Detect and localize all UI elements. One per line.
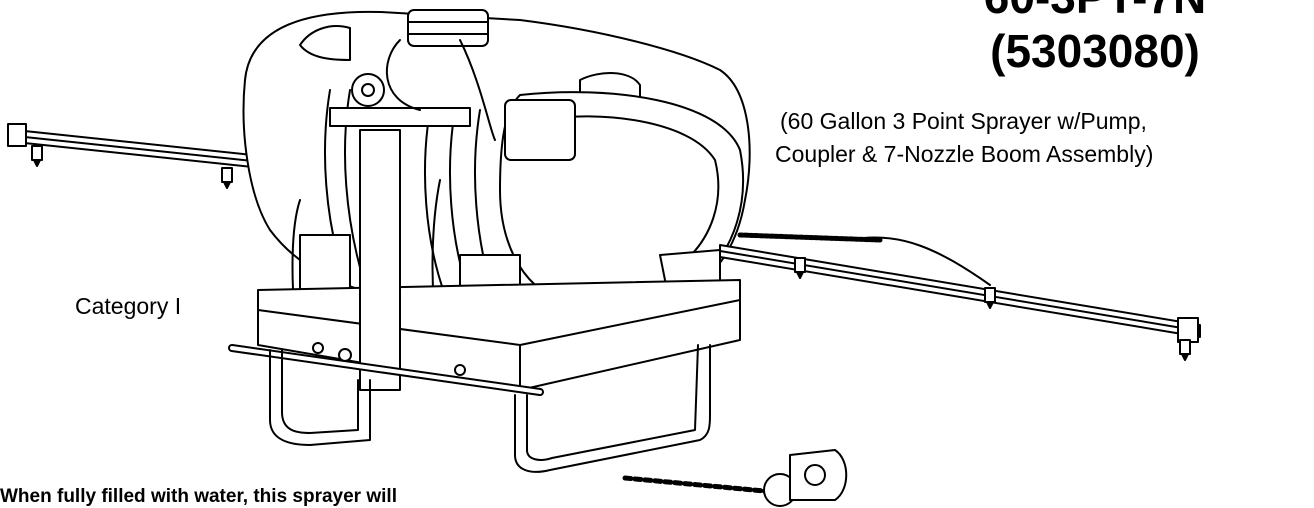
right-boom — [719, 232, 1201, 361]
weight-warning-text: When fully filled with water, this spray… — [0, 486, 397, 507]
left-boom — [7, 123, 301, 189]
left-boom-nozzle — [31, 145, 43, 167]
model-title: 60-3PT-7N — [930, 0, 1260, 24]
right-boom-nozzle — [1179, 339, 1191, 361]
pto-coupler — [622, 449, 848, 507]
three-point-frame — [228, 129, 741, 473]
part-number: (5303080) — [990, 25, 1200, 77]
right-boom-nozzle — [794, 257, 806, 279]
right-boom-nozzle — [984, 287, 996, 309]
description-line-2: Coupler & 7-Nozzle Boom Assembly) — [775, 141, 1154, 167]
description-line-1: (60 Gallon 3 Point Sprayer w/Pump, — [780, 108, 1147, 134]
category-label: Category I — [75, 293, 182, 319]
left-boom-nozzle — [221, 167, 233, 189]
